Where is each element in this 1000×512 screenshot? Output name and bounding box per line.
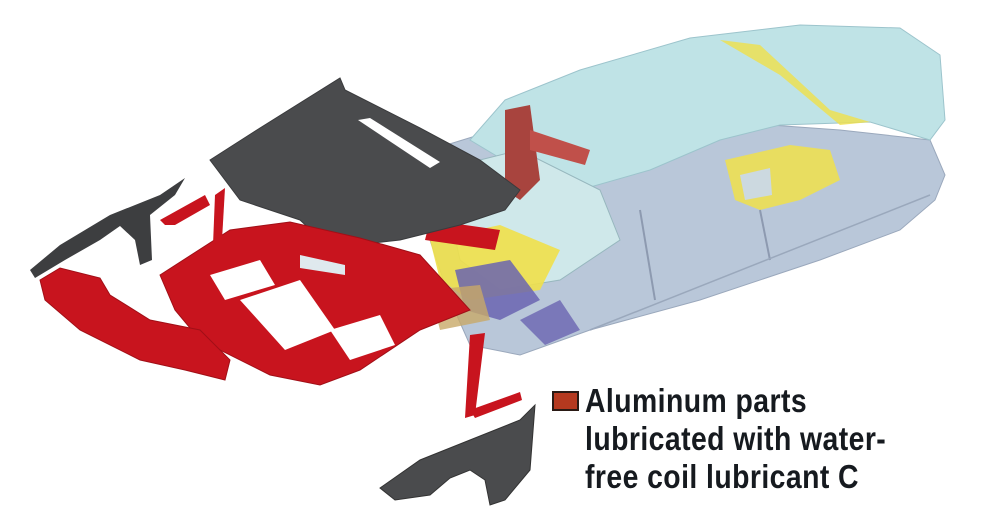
legend-line-3: free coil lubricant C xyxy=(585,458,859,495)
legend-entry-aluminum: Aluminum parts lubricated with water- fr… xyxy=(552,382,992,496)
legend-line-1: Aluminum parts xyxy=(585,382,808,419)
left-fender xyxy=(30,178,185,278)
fender-bracket-right xyxy=(465,333,522,418)
hood-outer xyxy=(209,77,521,249)
legend-label: Aluminum parts lubricated with water- fr… xyxy=(585,382,886,496)
right-fender xyxy=(379,403,536,506)
legend: Aluminum parts lubricated with water- fr… xyxy=(552,382,992,496)
front-bumper-carrier xyxy=(39,267,231,381)
fender-bracket-left xyxy=(160,195,210,225)
hood-hinge-left xyxy=(213,188,225,245)
hood-vent-slot xyxy=(358,118,440,168)
legend-swatch-aluminum xyxy=(552,391,579,411)
body-in-white xyxy=(425,24,946,356)
legend-line-2: lubricated with water- xyxy=(585,420,887,457)
